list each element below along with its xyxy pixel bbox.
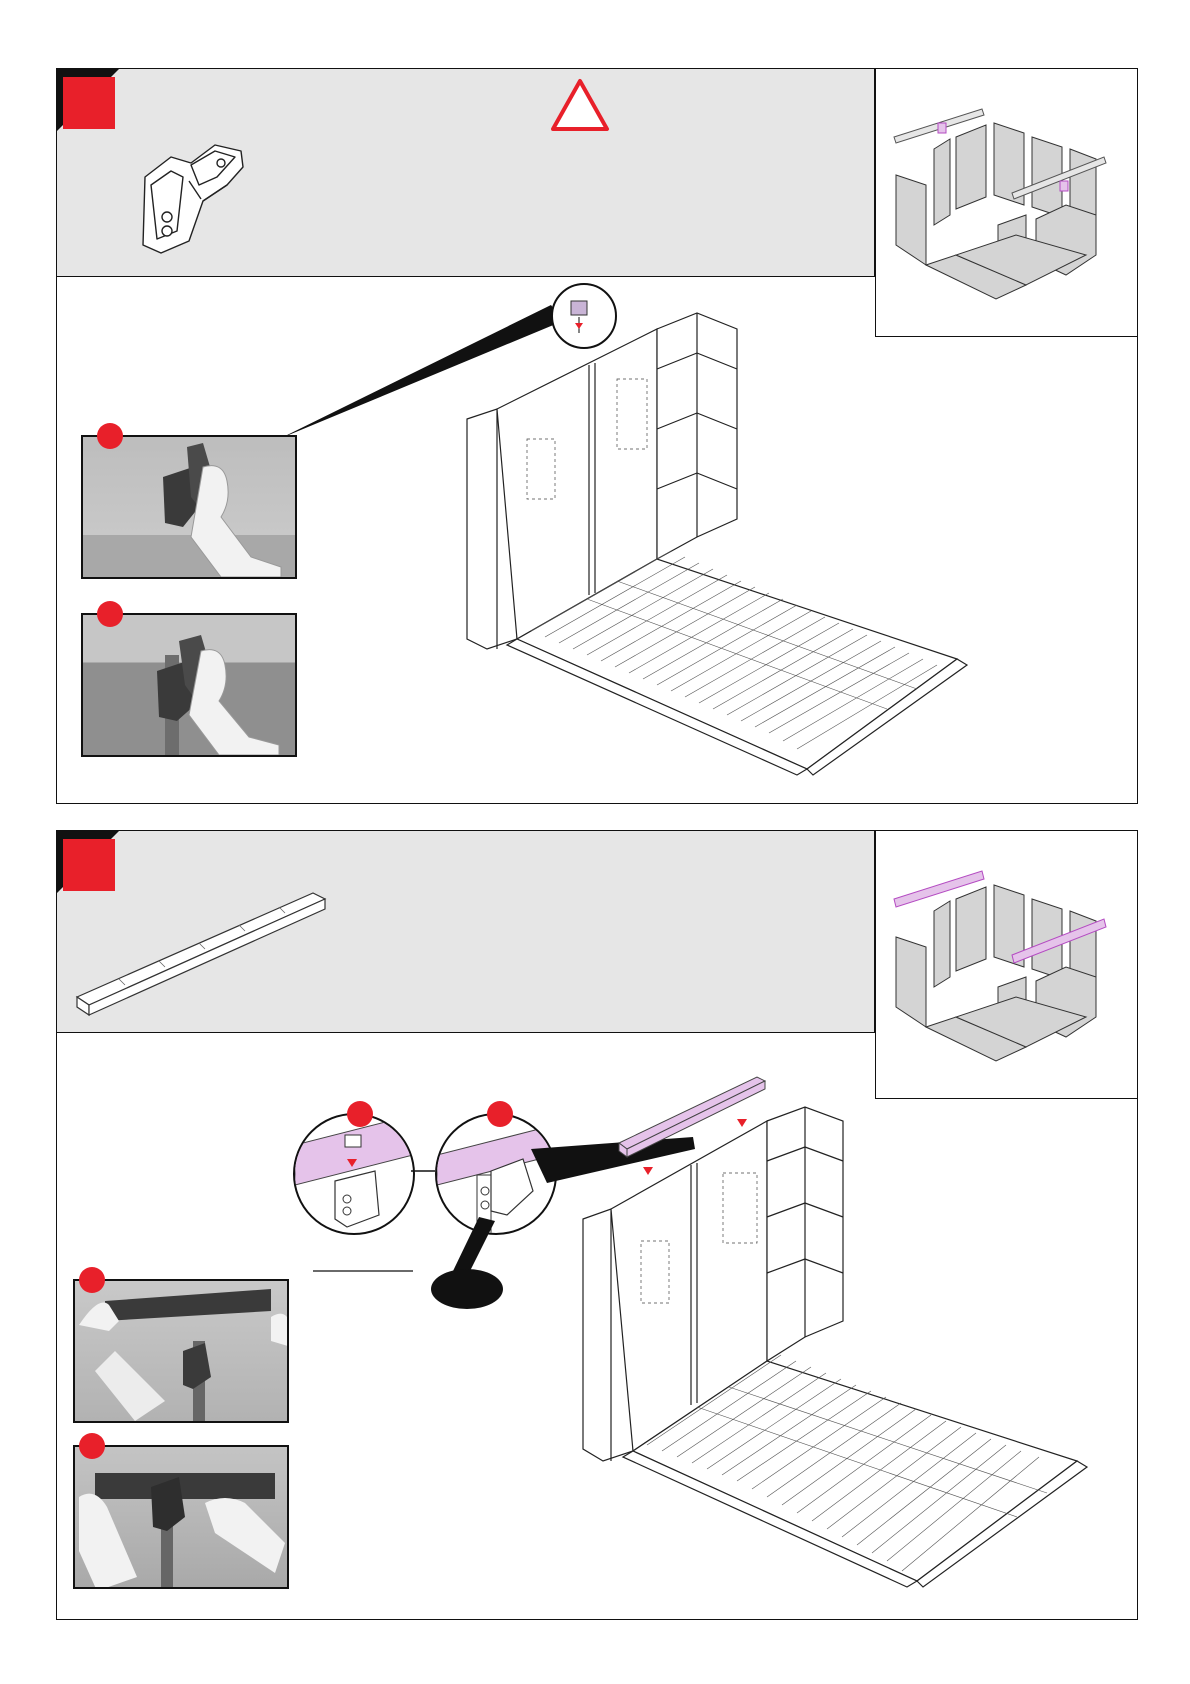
shed-isometric-drawing — [577, 1061, 1117, 1601]
step-2-photo-1 — [73, 1279, 289, 1423]
hands-lifting-beam-illustration — [75, 1281, 289, 1423]
step-1-panel — [56, 68, 1138, 804]
hand-attaching-bracket-illustration — [139, 625, 289, 755]
photo-1-marker — [97, 423, 123, 449]
step-1-photo-1 — [81, 435, 297, 579]
shed-isometric-drawing — [457, 279, 1037, 779]
photo-2-marker — [79, 1433, 105, 1459]
hand-holding-bracket-illustration — [143, 437, 293, 577]
step-2-panel — [56, 830, 1138, 1620]
photo-2-marker — [97, 601, 123, 627]
step-1-photo-2 — [81, 613, 297, 757]
photo-1-marker — [79, 1267, 105, 1293]
step-2-photo-2 — [73, 1445, 289, 1589]
hands-seating-beam-illustration — [75, 1447, 289, 1589]
